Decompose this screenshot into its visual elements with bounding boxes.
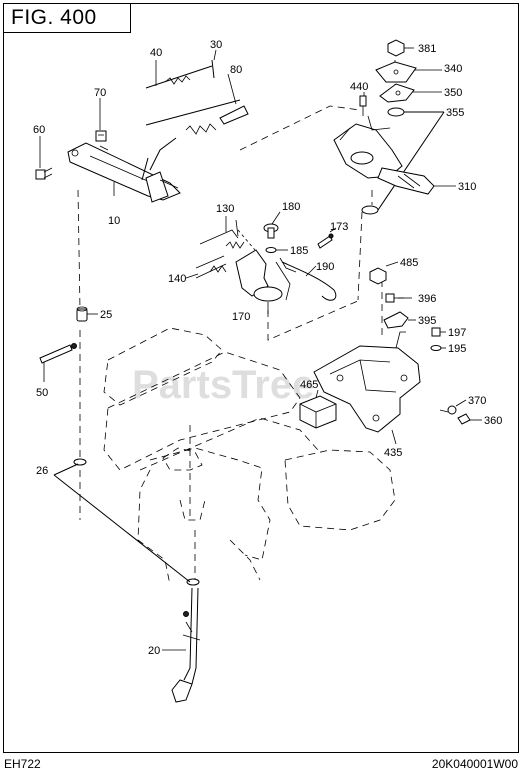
callout-labels: 40 30 80 70 60 10 25 50 26 20 130 180 18…	[33, 39, 502, 657]
nut-381-part	[387, 39, 405, 57]
callout-197: 197	[448, 327, 466, 339]
callout-25: 25	[100, 309, 112, 321]
engine-outline	[103, 327, 396, 586]
plate-350-part	[379, 83, 415, 103]
callout-350: 350	[444, 87, 462, 99]
callout-140: 140	[168, 273, 186, 285]
callout-340: 340	[444, 63, 462, 75]
callout-20: 20	[148, 645, 160, 657]
bolt-360-part	[439, 409, 471, 425]
callout-190: 190	[316, 261, 334, 273]
callout-170: 170	[232, 311, 250, 323]
washer-355-part	[361, 107, 445, 215]
callout-440: 440	[350, 81, 368, 93]
washer-part	[53, 458, 200, 586]
link-190-part	[281, 261, 337, 301]
spring-part	[199, 219, 245, 249]
bolt-485-part	[369, 267, 387, 285]
washer-185-part	[265, 247, 277, 253]
screw-173-part	[317, 233, 334, 249]
callout-180: 180	[282, 201, 300, 213]
throttle-cable-part	[141, 99, 249, 181]
callout-360: 360	[484, 415, 502, 427]
nut-370-part	[447, 405, 457, 415]
bolt-180-part	[263, 223, 279, 239]
bushing-part	[76, 306, 88, 322]
watermark: PartsTree	[132, 363, 314, 407]
plate-340-part	[375, 61, 417, 83]
callout-396: 396	[418, 293, 436, 305]
callout-30: 30	[210, 39, 222, 51]
cable-rod-part	[145, 59, 215, 89]
callout-40: 40	[150, 47, 162, 59]
callout-185: 185	[290, 245, 308, 257]
clip-part	[95, 130, 107, 142]
callout-leaders	[39, 47, 482, 651]
screw-440-part	[359, 95, 367, 116]
lower-rod-part	[171, 587, 201, 703]
footer-left-code: EH722	[4, 757, 41, 771]
pin-part	[39, 343, 77, 364]
footer-right-code: 20K040001W00	[431, 757, 518, 771]
callout-10: 10	[108, 215, 120, 227]
clamp-395-part	[383, 311, 409, 329]
callout-485: 485	[400, 257, 418, 269]
bolt-197-part	[431, 327, 441, 337]
callout-435: 435	[384, 447, 402, 459]
callout-381: 381	[418, 43, 436, 55]
figure-title: FIG. 400	[3, 3, 131, 33]
callout-70: 70	[94, 87, 106, 99]
callout-60: 60	[33, 124, 45, 136]
base-bracket-part	[313, 331, 421, 433]
callout-195: 195	[448, 343, 466, 355]
callout-370: 370	[468, 395, 486, 407]
block-465-part	[299, 395, 337, 429]
callout-310: 310	[458, 181, 476, 193]
callout-80: 80	[230, 64, 242, 76]
callout-173: 173	[330, 221, 348, 233]
lever-bracket-part	[67, 142, 181, 203]
bolt-part	[35, 167, 53, 180]
callout-26: 26	[36, 465, 48, 477]
callout-130: 130	[216, 203, 234, 215]
washer-195-part	[430, 345, 442, 351]
governor-lever-part	[235, 249, 297, 302]
callout-355: 355	[446, 107, 464, 119]
control-lever-assembly-part	[333, 115, 435, 195]
linkage-spring-part	[195, 255, 227, 279]
drawing-frame	[3, 3, 519, 753]
callout-50: 50	[36, 387, 48, 399]
callout-395: 395	[418, 315, 436, 327]
callout-465: 465	[300, 379, 318, 391]
